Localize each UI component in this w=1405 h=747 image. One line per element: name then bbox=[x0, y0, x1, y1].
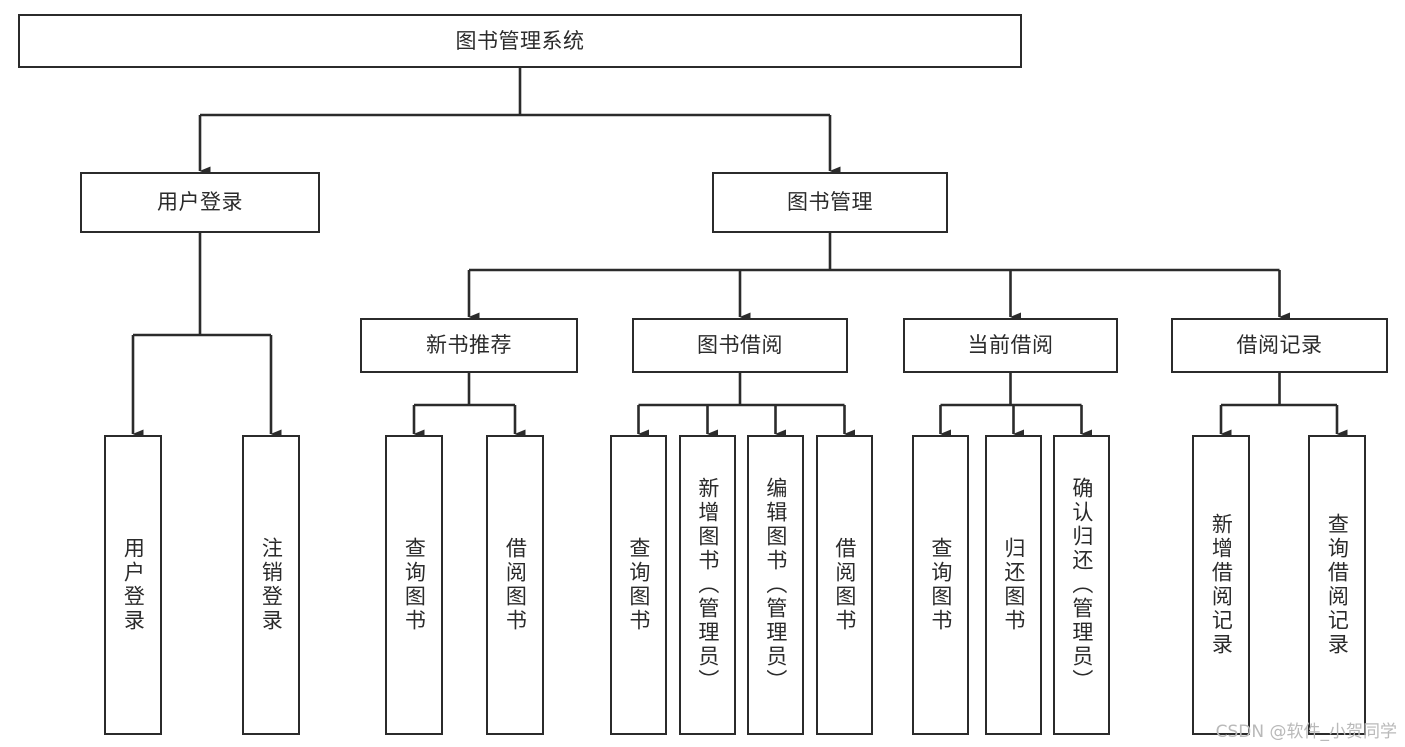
node-label: 图书管理 bbox=[787, 190, 873, 215]
node-label: 用户登录 bbox=[157, 190, 243, 215]
node-label: 注销登录 bbox=[259, 537, 284, 633]
node-book-manage[interactable]: 图书管理 bbox=[712, 172, 948, 233]
node-label: 查询图书 bbox=[402, 537, 427, 633]
node-label: 新增图书（管理员） bbox=[695, 477, 720, 693]
node-root[interactable]: 图书管理系统 bbox=[18, 14, 1022, 68]
node-borrow-record[interactable]: 借阅记录 bbox=[1171, 318, 1388, 373]
node-label: 图书借阅 bbox=[697, 333, 783, 358]
node-leaf-confirm-return[interactable]: 确认归还（管理员） bbox=[1053, 435, 1110, 735]
node-label: 查询图书 bbox=[928, 537, 953, 633]
node-label: 查询图书 bbox=[626, 537, 651, 633]
node-label: 借阅记录 bbox=[1236, 333, 1323, 358]
node-label: 新增借阅记录 bbox=[1209, 513, 1234, 657]
watermark-text: CSDN @软件_小贺同学 bbox=[1215, 722, 1397, 742]
node-leaf-query-book-2[interactable]: 查询图书 bbox=[610, 435, 667, 735]
node-new-book-rec[interactable]: 新书推荐 bbox=[360, 318, 578, 373]
node-label: 查询借阅记录 bbox=[1325, 513, 1350, 657]
node-label: 图书管理系统 bbox=[455, 28, 585, 53]
node-label: 确认归还（管理员） bbox=[1069, 477, 1094, 693]
node-label: 借阅图书 bbox=[503, 537, 528, 633]
node-leaf-add-book[interactable]: 新增图书（管理员） bbox=[679, 435, 736, 735]
node-leaf-query-book-1[interactable]: 查询图书 bbox=[385, 435, 443, 735]
node-leaf-edit-book[interactable]: 编辑图书（管理员） bbox=[747, 435, 804, 735]
node-leaf-query-record[interactable]: 查询借阅记录 bbox=[1308, 435, 1366, 735]
node-leaf-return-book[interactable]: 归还图书 bbox=[985, 435, 1042, 735]
node-leaf-add-record[interactable]: 新增借阅记录 bbox=[1192, 435, 1250, 735]
node-current-borrow[interactable]: 当前借阅 bbox=[903, 318, 1118, 373]
node-leaf-user-logout[interactable]: 注销登录 bbox=[242, 435, 300, 735]
node-label: 借阅图书 bbox=[832, 537, 857, 633]
node-label: 当前借阅 bbox=[967, 333, 1054, 358]
node-label: 新书推荐 bbox=[426, 333, 512, 358]
node-book-borrow[interactable]: 图书借阅 bbox=[632, 318, 848, 373]
node-label: 编辑图书（管理员） bbox=[763, 477, 788, 693]
node-leaf-query-book-3[interactable]: 查询图书 bbox=[912, 435, 969, 735]
node-label: 用户登录 bbox=[121, 537, 146, 633]
node-leaf-borrow-book-1[interactable]: 借阅图书 bbox=[486, 435, 544, 735]
node-user-login[interactable]: 用户登录 bbox=[80, 172, 320, 233]
node-leaf-user-login[interactable]: 用户登录 bbox=[104, 435, 162, 735]
node-leaf-borrow-book-2[interactable]: 借阅图书 bbox=[816, 435, 873, 735]
node-label: 归还图书 bbox=[1001, 537, 1026, 633]
